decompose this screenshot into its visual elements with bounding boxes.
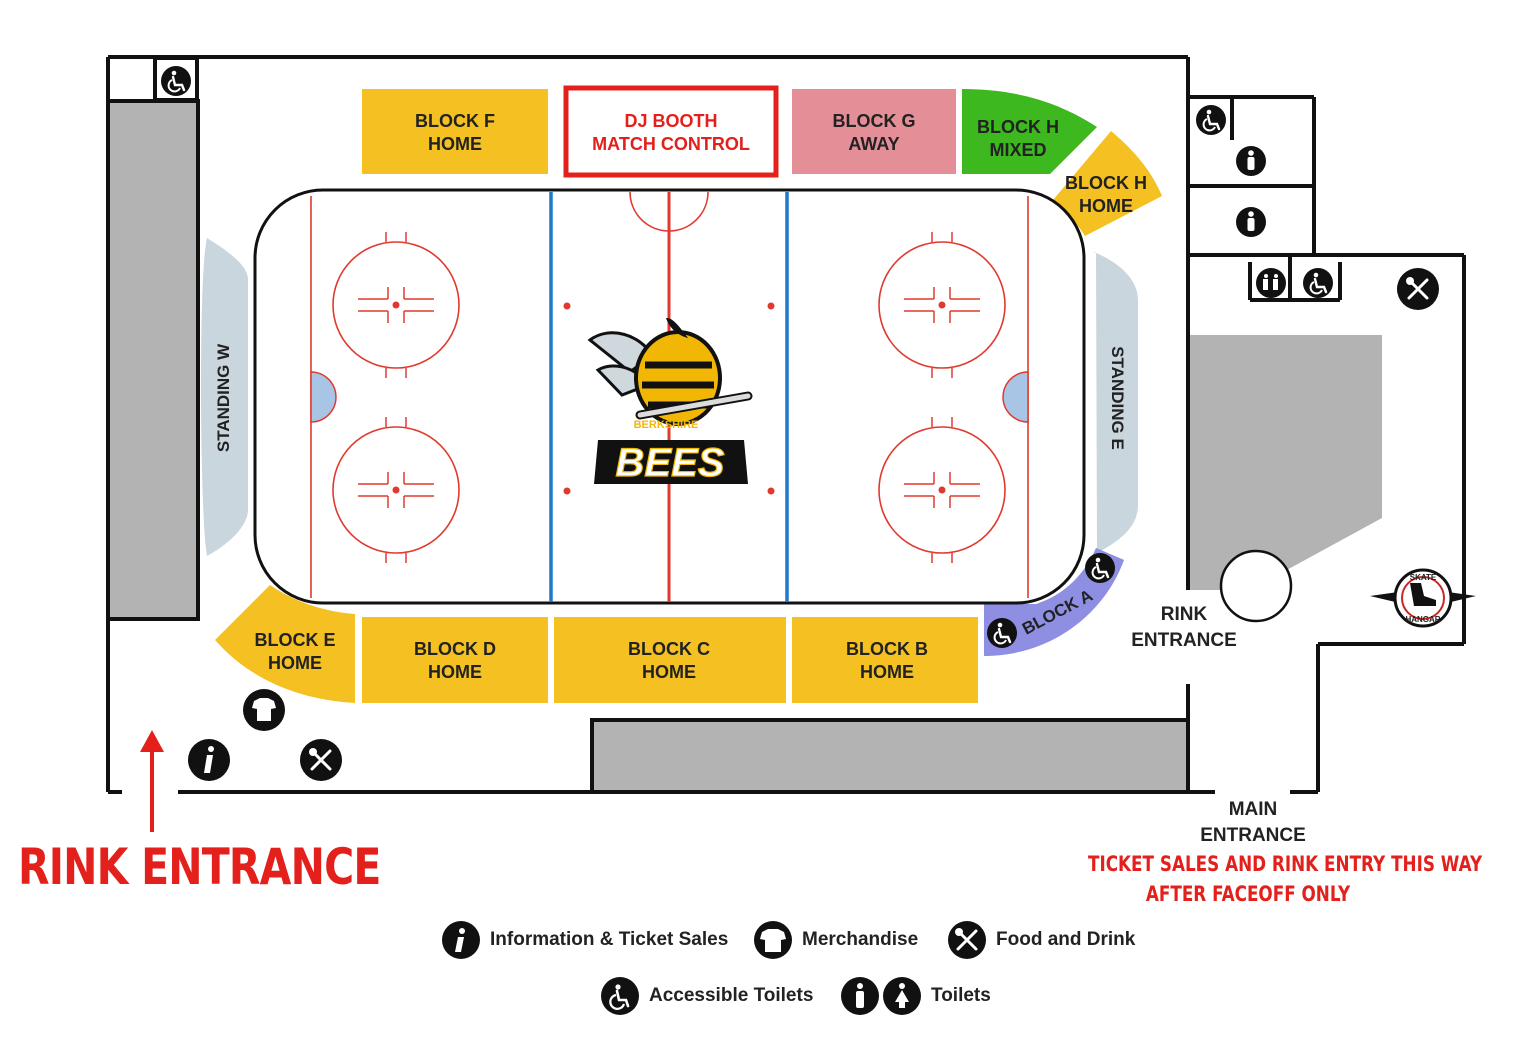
main-entrance-note-line1: TICKET SALES AND RINK ENTRY THIS WAY [1088,852,1483,876]
food-drink-icon-foyer [1395,266,1441,312]
block-d[interactable]: BLOCK D HOME [362,617,548,703]
svg-text:BLOCK H: BLOCK H [1065,173,1147,193]
legend-toilets-label: Toilets [931,985,991,1006]
standing-w[interactable]: STANDING W [200,238,248,556]
rink-entrance-label-line1: RINK [1161,604,1208,625]
svg-text:BEES: BEES [616,441,725,485]
food-drink-icon [948,921,986,959]
svg-text:STANDING E: STANDING E [1108,346,1127,450]
svg-text:HANGAR: HANGAR [1405,615,1440,624]
foyer-circle [1219,549,1293,623]
block-c[interactable]: BLOCK C HOME [554,617,786,703]
foyer-grey-area [1190,335,1382,590]
info-icon-map [188,739,230,781]
main-entrance-label-line2: ENTRANCE [1200,825,1306,846]
svg-text:HOME: HOME [428,662,482,682]
svg-text:HOME: HOME [268,653,322,673]
block-a-accessible-icon-right [1083,551,1117,585]
legend-merchandise-label: Merchandise [802,929,919,950]
main-entrance-label-line1: MAIN [1229,799,1278,820]
south-grey-area [590,718,1190,794]
accessible-toilet-icon-foyer [1301,266,1335,300]
block-f[interactable]: BLOCK F HOME [362,89,548,174]
svg-text:MIXED: MIXED [989,140,1046,160]
rink-entrance-label-line2: ENTRANCE [1131,630,1237,651]
svg-text:BLOCK C: BLOCK C [628,639,710,659]
block-a[interactable]: BLOCK A [984,548,1124,656]
svg-text:SKATE: SKATE [1410,573,1437,582]
legend-accessible: Accessible Toilets [601,977,813,1015]
svg-text:HOME: HOME [642,662,696,682]
legend-food: Food and Drink [948,921,1135,959]
accessible-toilet-icon-east-1 [1194,103,1228,137]
block-e[interactable]: BLOCK E HOME [215,585,355,703]
legend-food-label: Food and Drink [996,929,1136,950]
merchandise-icon-map [243,689,285,731]
block-h-home[interactable]: BLOCK H HOME [1053,131,1162,236]
accessible-toilet-icon [601,977,639,1015]
accessible-toilet-icon [159,64,193,98]
legend-merchandise: Merchandise [754,921,918,959]
rink-entrance-arrow [140,730,164,832]
toilets-icon-foyer [1256,268,1286,298]
block-a-accessible-icon-left [985,616,1019,650]
svg-text:BLOCK B: BLOCK B [846,639,928,659]
svg-text:HOME: HOME [1079,196,1133,216]
svg-text:HOME: HOME [860,662,914,682]
toilet-icon-east-2 [1236,207,1266,237]
dj-booth[interactable]: DJ BOOTH MATCH CONTROL [563,85,779,178]
toilets-icon-female [883,977,921,1015]
svg-text:BLOCK E: BLOCK E [255,630,336,650]
merchandise-icon [754,921,792,959]
toilet-icon-east-1 [1236,146,1266,176]
legend-accessible-label: Accessible Toilets [649,985,814,1006]
info-icon [442,921,480,959]
svg-text:STANDING W: STANDING W [214,343,233,452]
skate-hangar-logo: SKATE HANGAR [1370,568,1476,628]
svg-text:BLOCK F: BLOCK F [415,111,495,131]
legend-info: Information & Ticket Sales [442,921,728,959]
rink-entrance-title: RINK ENTRANCE [18,838,381,896]
svg-text:HOME: HOME [428,134,482,154]
svg-text:BERKSHIRE: BERKSHIRE [634,419,699,431]
svg-text:BLOCK H: BLOCK H [977,117,1059,137]
block-h-mixed[interactable]: BLOCK H MIXED [962,89,1097,174]
svg-text:BLOCK D: BLOCK D [414,639,496,659]
svg-text:DJ BOOTH: DJ BOOTH [624,111,717,131]
food-drink-icon-map [298,737,344,783]
legend-toilets: Toilets [841,977,991,1015]
berkshire-bees-logo: BERKSHIRE BEES [587,318,753,486]
toilets-icon [841,977,879,1015]
block-b[interactable]: BLOCK B HOME [792,617,978,703]
svg-text:BLOCK G: BLOCK G [833,111,916,131]
block-g[interactable]: BLOCK G AWAY [792,89,956,174]
legend-info-label: Information & Ticket Sales [490,929,729,950]
west-grey-area [106,99,200,621]
main-entrance-note-line2: AFTER FACEOFF ONLY [1145,882,1351,906]
standing-e[interactable]: STANDING E [1094,252,1138,553]
svg-text:AWAY: AWAY [848,134,899,154]
svg-text:MATCH CONTROL: MATCH CONTROL [592,134,750,154]
